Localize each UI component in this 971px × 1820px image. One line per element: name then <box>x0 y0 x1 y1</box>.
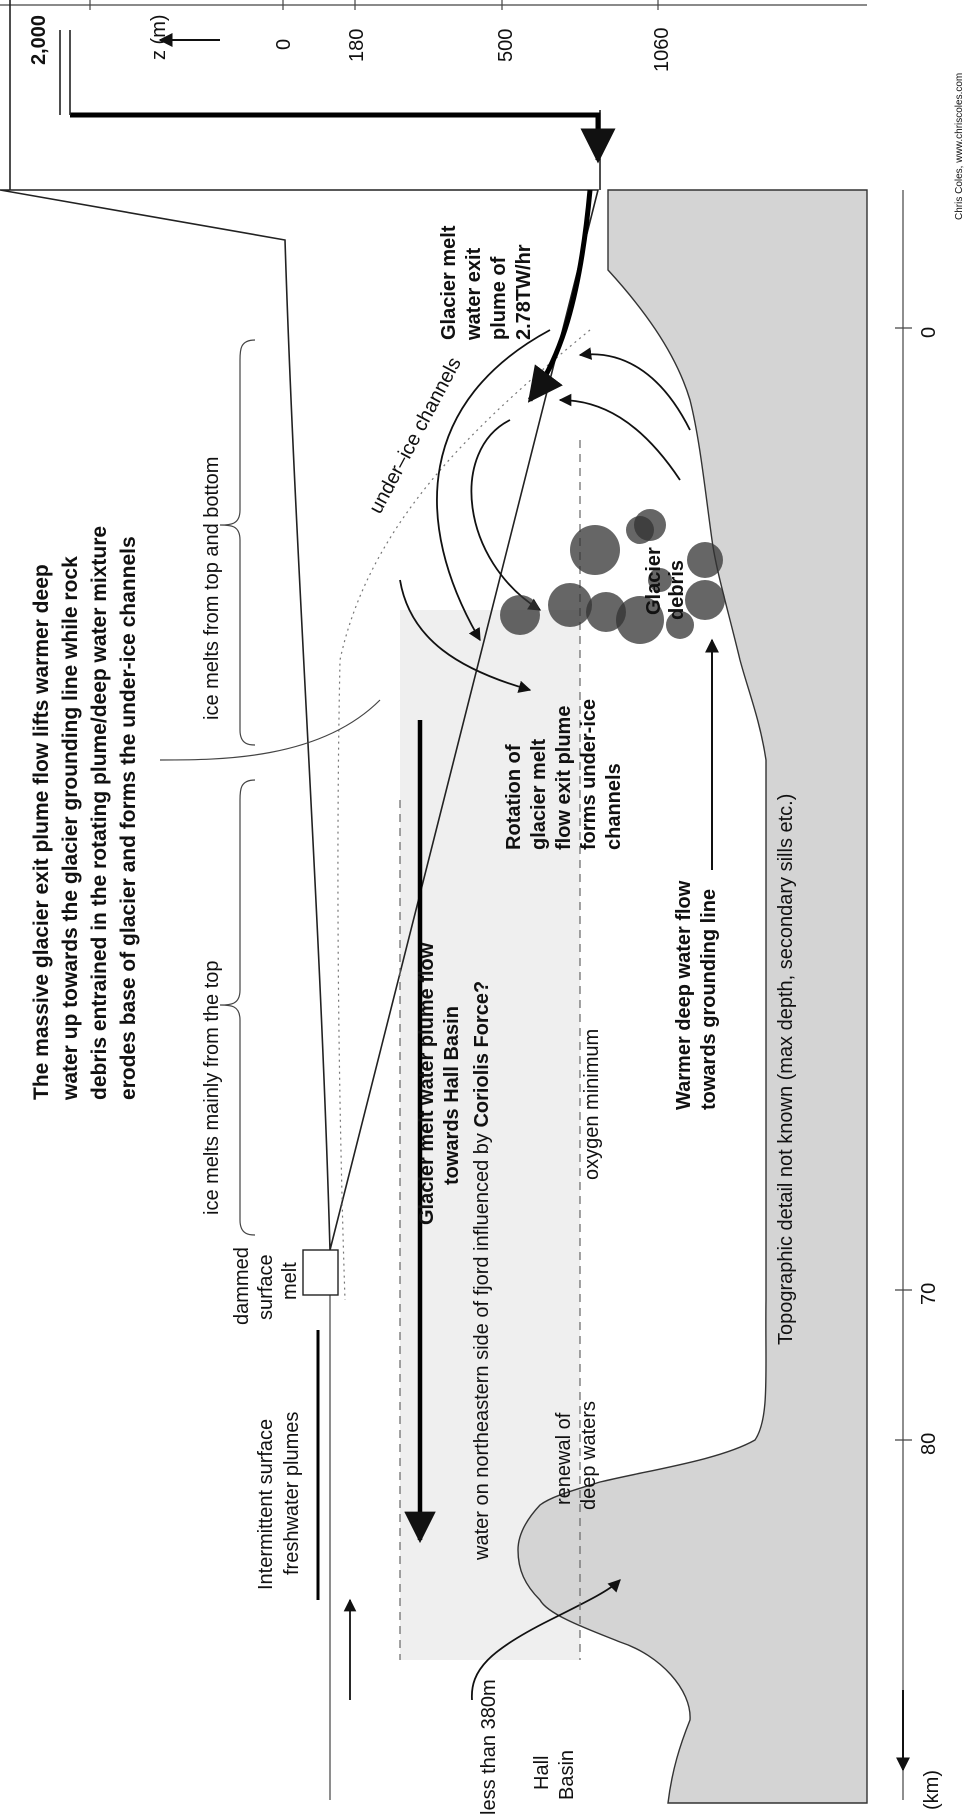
svg-text:plume of: plume of <box>488 256 510 340</box>
svg-text:channels: channels <box>603 763 625 850</box>
ice-melts-top-bottom: ice melts from top and bottom <box>201 457 223 720</box>
svg-text:debris entrained in the rotati: debris entrained in the rotating plume/d… <box>88 526 111 1100</box>
svg-text:towards grounding line: towards grounding line <box>698 889 720 1110</box>
rotation-arrow-1 <box>436 329 551 642</box>
plume-flow-label: Glacier melt water plume flow towards Ha… <box>416 942 463 1225</box>
distance-tick-0: 0 <box>918 327 940 338</box>
distance-axis-label: (km) <box>921 1770 943 1810</box>
svg-text:Intermittent surface: Intermittent surface <box>255 1419 277 1590</box>
svg-text:Glacier: Glacier <box>643 547 665 615</box>
brace-top-bottom <box>219 339 256 746</box>
depth-tick-500: 500 <box>495 29 517 62</box>
svg-text:freshwater plumes: freshwater plumes <box>281 1412 303 1575</box>
depth-tick-1060: 1060 <box>651 28 673 73</box>
svg-text:towards Hall Basin: towards Hall Basin <box>441 1006 463 1185</box>
rotation-arrow-2 <box>470 419 542 611</box>
under-ice-channels-label: under–ice channels <box>365 354 466 517</box>
svg-text:glacier melt: glacier melt <box>528 738 550 850</box>
svg-text:deep waters: deep waters <box>578 1401 600 1510</box>
topographic-label: Topographic detail not known (max depth,… <box>775 794 797 1345</box>
distance-tick-70: 70 <box>918 1283 940 1305</box>
ice-melts-top: ice melts mainly from the top <box>201 960 223 1215</box>
svg-text:water exit: water exit <box>463 247 485 341</box>
main-caption: The massive glacier exit plume flow lift… <box>30 526 140 1101</box>
rotation-label: Rotation of glacier melt flow exit plume… <box>503 699 625 850</box>
depth-axis-label: z (m) <box>148 14 170 60</box>
renewal-label: renewal of deep waters <box>553 1401 600 1510</box>
svg-text:2.78TW/hr: 2.78TW/hr <box>513 244 535 340</box>
distance-axis: 0 70 80 (km) <box>918 327 943 1810</box>
depth-axis: 2,000 z (m) 0 180 500 1060 <box>28 14 673 72</box>
svg-text:Basin: Basin <box>556 1750 578 1800</box>
oxygen-minimum-label: oxygen minimum <box>581 1029 603 1180</box>
credit-label: Chris Coles, www.chriscoles.com <box>954 73 965 220</box>
svg-text:Hall: Hall <box>531 1756 553 1790</box>
svg-text:renewal of: renewal of <box>553 1412 575 1505</box>
depth-tick-0: 0 <box>273 39 295 50</box>
seabed <box>517 189 868 1804</box>
svg-text:surface: surface <box>255 1254 277 1320</box>
svg-text:Glacier melt: Glacier melt <box>438 225 460 340</box>
svg-text:Glacier melt water plume flow: Glacier melt water plume flow <box>416 942 438 1225</box>
svg-text:water up towards the glacier g: water up towards the glacier grounding l… <box>59 556 82 1101</box>
plume-exit-arrow <box>527 189 593 403</box>
intermittent-label: Intermittent surface freshwater plumes <box>255 1412 303 1590</box>
plume-channel <box>70 112 616 164</box>
dammed-melt-box <box>302 1249 339 1296</box>
depth-tick-2000: 2,000 <box>28 15 50 65</box>
renewal-arrow <box>471 1579 621 1701</box>
dammed-label: dammed surface melt <box>231 1247 301 1325</box>
coriolis-label: water on northeastern side of fjord infl… <box>471 981 493 1561</box>
depth-tick-180: 180 <box>346 29 368 62</box>
debris-clusters <box>500 509 725 644</box>
svg-text:Rotation of: Rotation of <box>503 744 525 850</box>
svg-text:Warmer deep water flow: Warmer deep water flow <box>673 880 695 1110</box>
svg-text:debris: debris <box>666 560 688 620</box>
rotation-arrow-5 <box>399 579 532 693</box>
exit-plume-label: Glacier melt water exit plume of 2.78TW/… <box>438 225 535 341</box>
svg-text:dammed: dammed <box>231 1247 253 1325</box>
rotation-arrow-4 <box>578 347 691 431</box>
oxygen-minimum-band <box>400 610 580 1660</box>
glacier-debris-label: Glacier debris <box>643 547 688 620</box>
glacier-outline <box>0 189 600 1251</box>
svg-text:melt: melt <box>279 1262 301 1300</box>
svg-text:forms under-ice: forms under-ice <box>578 699 600 850</box>
distance-tick-80: 80 <box>918 1433 940 1455</box>
svg-text:erodes base of glacier and for: erodes base of glacier and forms the und… <box>117 536 140 1100</box>
less-than-label: less than 380m <box>478 1679 500 1815</box>
rotation-arrow-3 <box>558 393 681 481</box>
brace-top <box>219 779 256 1236</box>
hall-basin-label: Hall Basin <box>531 1750 578 1800</box>
warmer-deep-label: Warmer deep water flow towards grounding… <box>673 880 720 1110</box>
svg-text:The massive glacier exit plume: The massive glacier exit plume flow lift… <box>30 564 53 1100</box>
svg-text:flow exit plume: flow exit plume <box>553 706 575 850</box>
